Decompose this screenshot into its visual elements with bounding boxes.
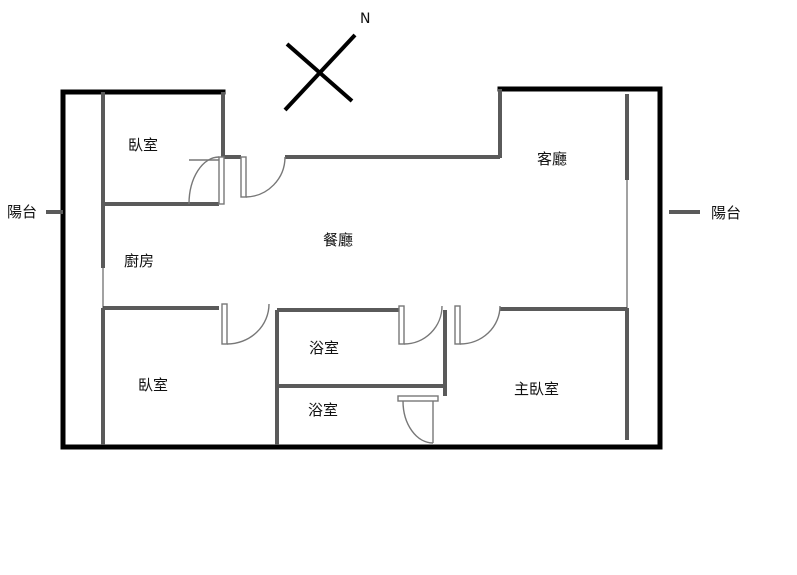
balcony-label-west: 陽台 — [7, 203, 37, 221]
door-bedroom-top — [188, 156, 225, 205]
room-labels: 臥室 廚房 餐廳 客廳 浴室 浴室 臥室 主臥室 陽台 陽台 — [7, 136, 741, 419]
doors — [188, 156, 501, 444]
room-label-living: 客廳 — [537, 150, 567, 168]
door-master-bedroom — [454, 305, 501, 345]
room-label-bath-2: 浴室 — [308, 401, 338, 419]
room-label-bedroom-top: 臥室 — [128, 136, 158, 154]
door-bedroom-bottom — [221, 303, 270, 345]
door-corridor — [240, 156, 286, 198]
outer-walls — [60, 86, 663, 450]
room-label-kitchen: 廚房 — [124, 252, 154, 270]
room-label-bath-1: 浴室 — [309, 339, 339, 357]
door-bath-2 — [397, 395, 439, 444]
door-bath-1 — [398, 305, 443, 345]
compass-line-b — [283, 33, 357, 112]
balcony-label-east: 陽台 — [711, 204, 741, 222]
room-label-bedroom-bottom: 臥室 — [138, 376, 168, 394]
thin-walls — [102, 180, 628, 308]
room-label-master-bedroom: 主臥室 — [514, 380, 559, 398]
north-label: N — [360, 11, 370, 27]
room-label-dining: 餐廳 — [323, 231, 353, 249]
inner-walls — [101, 89, 629, 445]
compass: N — [283, 11, 370, 112]
